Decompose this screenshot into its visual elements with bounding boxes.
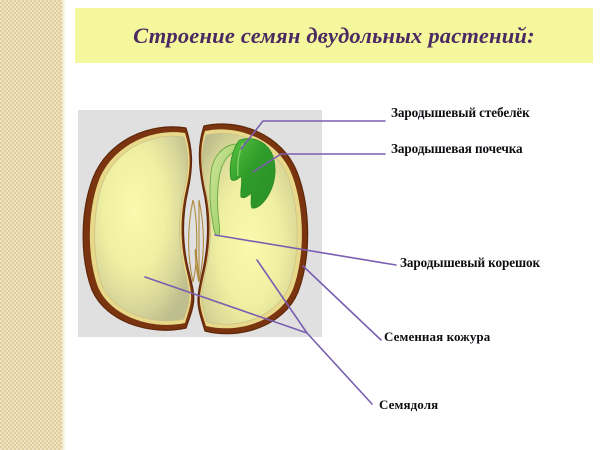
image-panel-background bbox=[78, 110, 322, 337]
label-embryonic-bud: Зародышевая почечка bbox=[391, 141, 523, 156]
leader-cotyledon-left bbox=[144, 276, 308, 334]
embryo-vein bbox=[237, 142, 244, 177]
embryonic-root-shape bbox=[209, 143, 240, 237]
cotyledon-left bbox=[82, 126, 195, 331]
cotyledon-right bbox=[197, 123, 309, 335]
side-strip-edge bbox=[62, 0, 66, 450]
leader-cotyledon bbox=[306, 332, 373, 405]
leader-lines bbox=[144, 120, 397, 405]
cotyledon-cleft-edge bbox=[194, 199, 205, 283]
title-banner: Строение семян двудольных растений: bbox=[75, 8, 593, 63]
decorative-side-strip bbox=[0, 0, 64, 450]
label-embryonic-stem: Зародышевый стебелёк bbox=[391, 105, 530, 120]
label-seed-coat: Семенная кожура bbox=[384, 329, 491, 344]
label-cotyledon: Семядоля bbox=[379, 397, 439, 412]
leader-embryonic-root bbox=[214, 234, 397, 266]
leader-seed-coat bbox=[302, 265, 382, 341]
page-title: Строение семян двудольных растений: bbox=[133, 22, 535, 48]
cotyledon-cleft bbox=[187, 199, 198, 283]
leader-embryonic-stem bbox=[240, 120, 386, 150]
leader-cotyledon-right bbox=[256, 259, 308, 334]
embryonic-bud-shape bbox=[229, 138, 276, 209]
label-embryonic-root: Зародышевый корешок bbox=[400, 255, 541, 270]
leader-embryonic-bud bbox=[252, 153, 386, 173]
